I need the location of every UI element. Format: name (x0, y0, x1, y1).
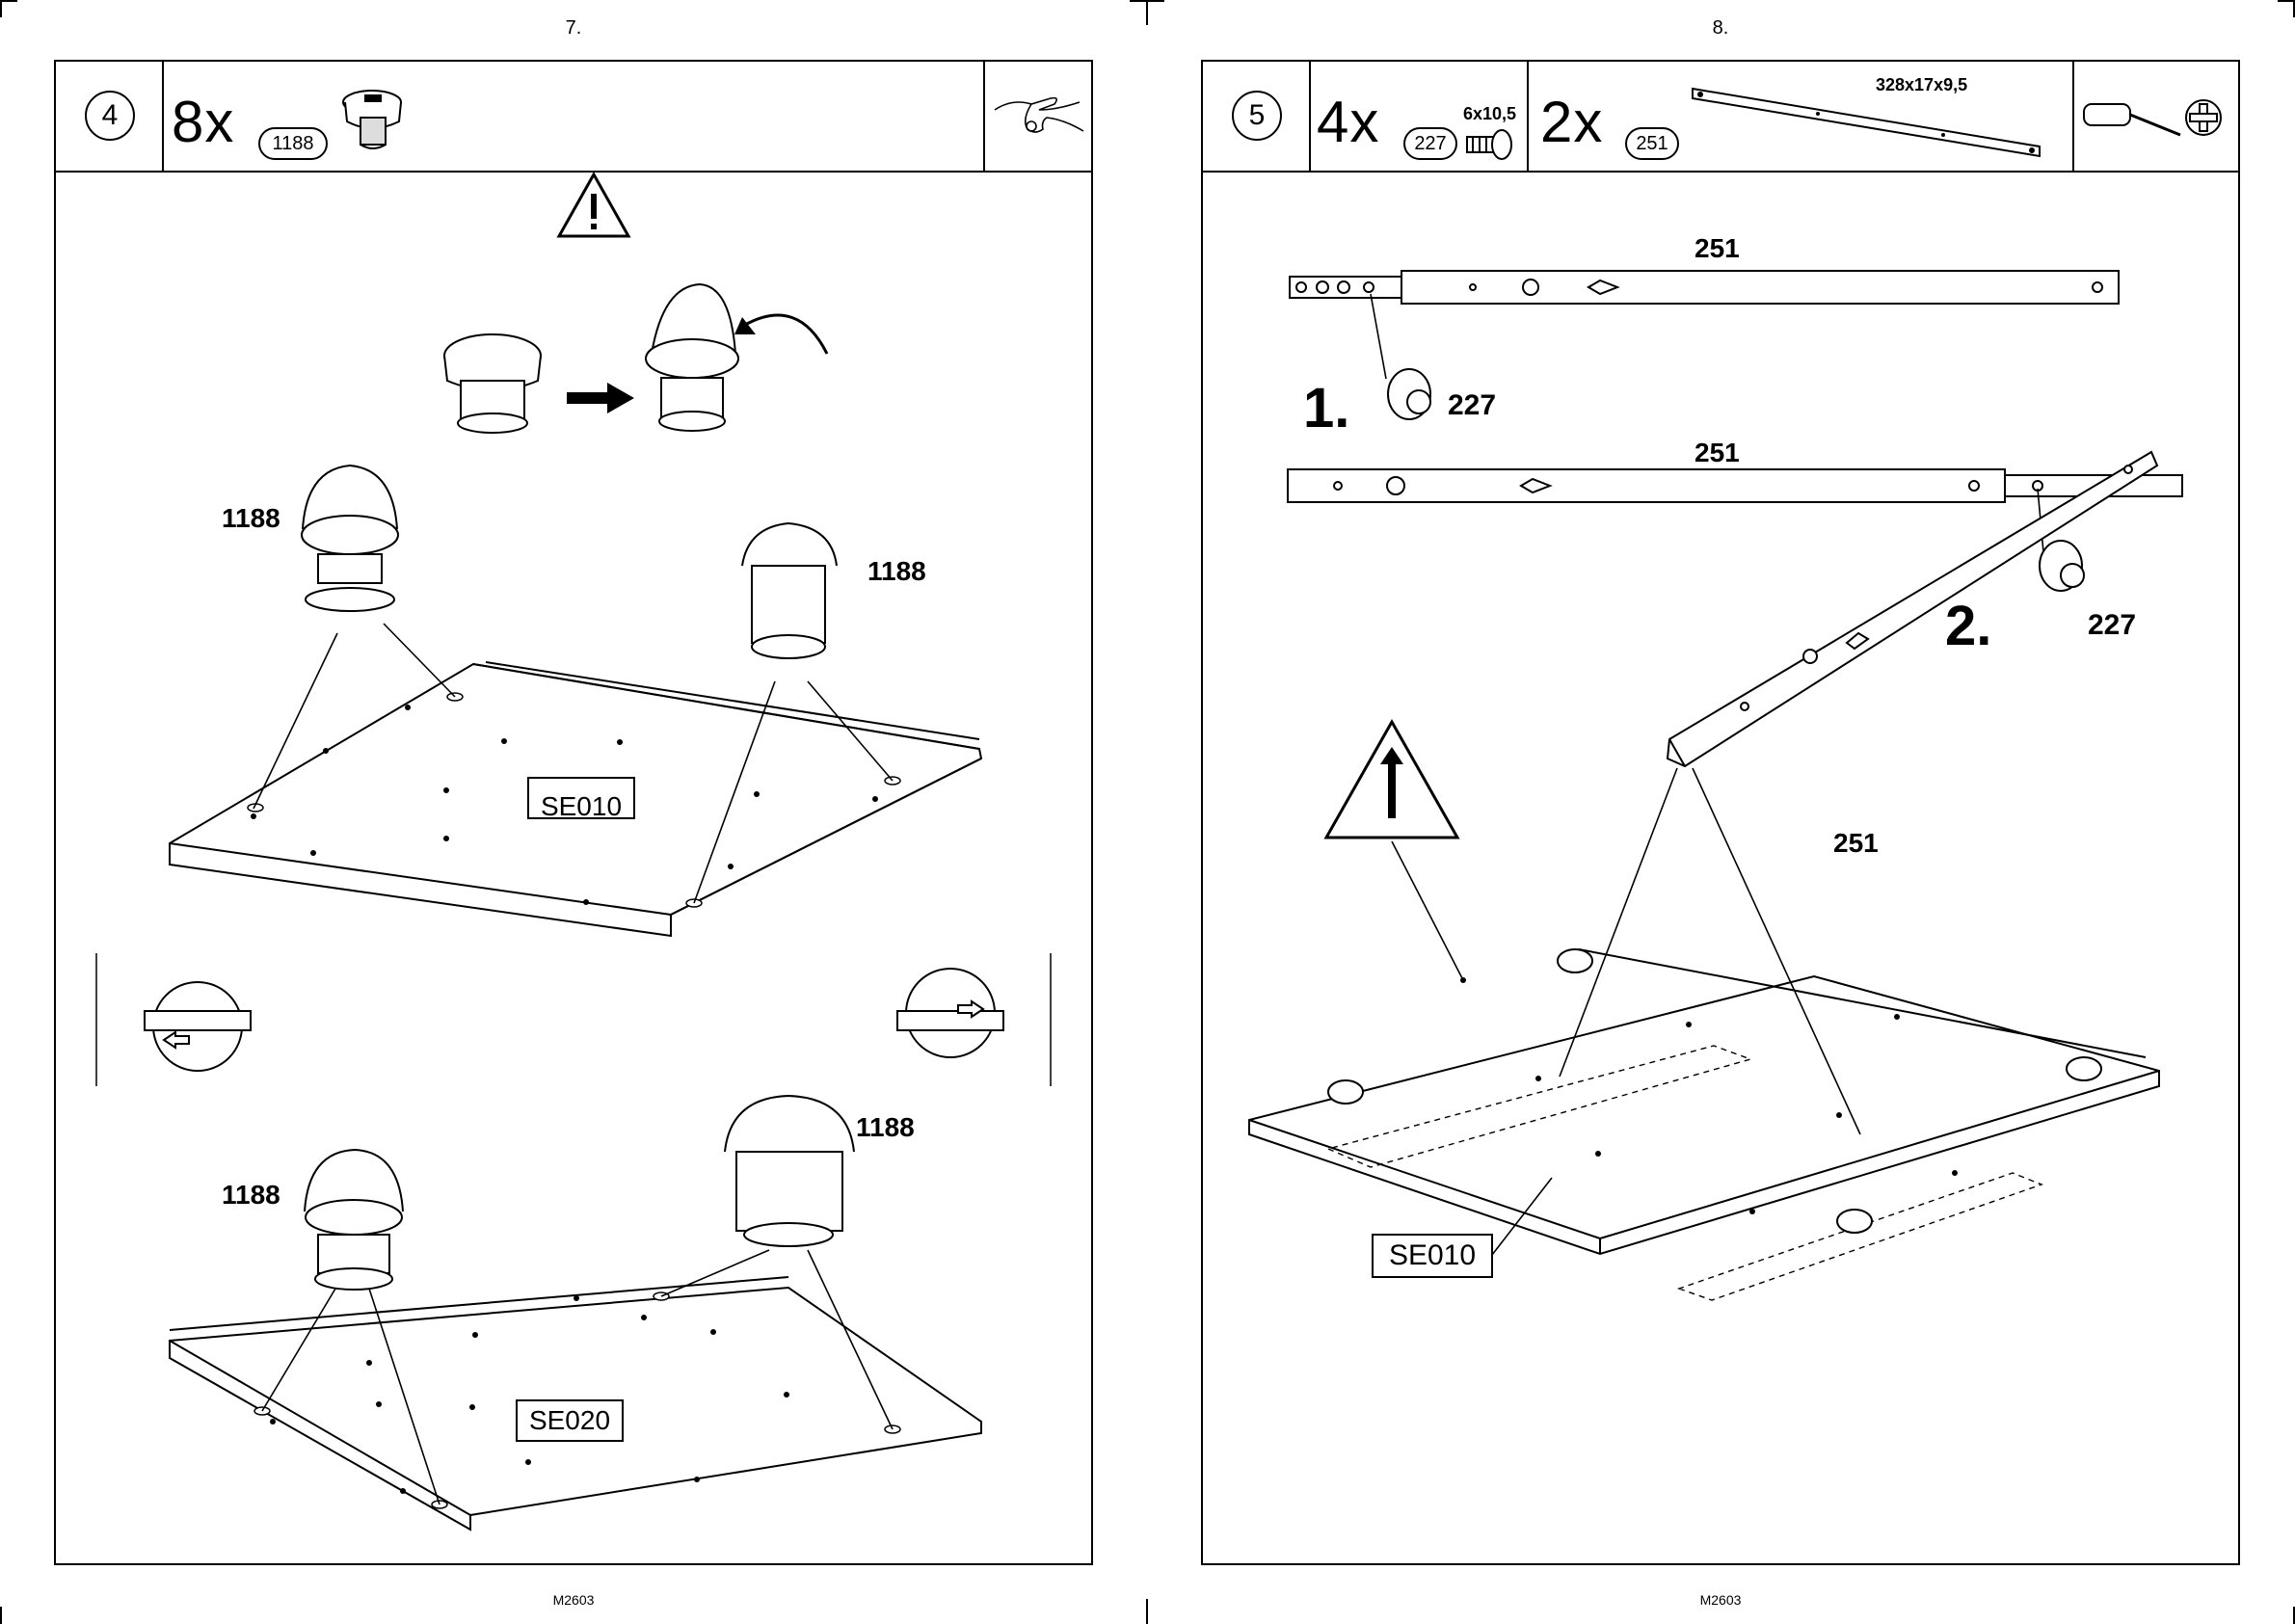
rail-label: 251 (1833, 828, 1879, 859)
parts-cell-screw: 4x 227 6x10,5 (1311, 62, 1529, 171)
screw-label: 227 (2088, 609, 2136, 642)
footer-code: M2603 (1147, 1592, 2294, 1608)
instruction-frame: 5 4x 227 6x10,5 2x 251 328x17x9,5 (1201, 60, 2240, 1565)
part-callout: 1188 (867, 556, 926, 587)
part-callout: 1188 (856, 1112, 915, 1143)
rotate-arrow-icon (745, 315, 827, 354)
warning-icon (1326, 722, 1457, 838)
footer-code: M2603 (0, 1592, 1147, 1608)
panel-label: SE010 (1373, 1235, 1492, 1277)
part-id-badge: 227 (1403, 127, 1457, 160)
rail-icon (1683, 79, 2068, 168)
cam-lock-part (305, 1150, 403, 1290)
step-header: 4 8x 1188 (56, 62, 1091, 173)
step-number: 5 (1232, 91, 1282, 141)
rail-251-middle (1288, 469, 2182, 502)
screw-icon (1463, 125, 1517, 164)
part-id-badge: 1188 (258, 127, 328, 160)
unlock-detail-icon (145, 982, 251, 1071)
rail-label: 251 (1695, 438, 1740, 468)
cam-lock-icon (335, 83, 413, 160)
part-quantity: 2x (1540, 89, 1603, 155)
part-quantity: 8x (172, 89, 234, 155)
step-cell: 4 (56, 62, 164, 171)
cam-lock-part (725, 1096, 854, 1246)
part-quantity: 4x (1317, 89, 1379, 155)
screwdriver-icon (2080, 91, 2186, 148)
rail-251-top (1290, 271, 2119, 304)
sub-step-number: 1. (1303, 376, 1349, 440)
hand-icon (993, 81, 1085, 148)
parts-cell: 8x 1188 (164, 62, 985, 171)
step-header: 5 4x 227 6x10,5 2x 251 328x17x9,5 (1203, 62, 2238, 173)
screw-label: 227 (1448, 389, 1496, 422)
page-number: 7. (0, 17, 1147, 40)
step-4-illustration (56, 171, 1091, 1563)
rail-label: 251 (1695, 233, 1740, 264)
page-7: 7. 4 8x 1188 (0, 0, 1147, 1624)
sub-step-number: 2. (1945, 594, 1991, 658)
step-number: 4 (85, 91, 135, 141)
panel-se010 (1249, 949, 2159, 1254)
parts-cell-rail: 2x 251 328x17x9,5 (1529, 62, 2074, 171)
step-cell: 5 (1203, 62, 1311, 171)
cam-lock-open (646, 284, 738, 431)
part-id-badge: 251 (1625, 127, 1679, 160)
lock-detail-icon (897, 969, 1003, 1057)
part-callout: 1188 (222, 503, 280, 534)
screw-227 (2040, 541, 2084, 591)
screw-227 (1388, 369, 1430, 419)
cam-lock-part (742, 523, 837, 658)
panel-label: SE020 (517, 1400, 623, 1441)
part-size: 6x10,5 (1463, 104, 1516, 124)
tool-cell (985, 62, 1093, 171)
cam-lock-part (302, 466, 398, 611)
instruction-frame: 4 8x 1188 (54, 60, 1093, 1565)
part-callout: 1188 (222, 1180, 280, 1211)
warning-icon (559, 174, 628, 236)
tool-cell (2074, 62, 2240, 171)
step-5-illustration (1203, 171, 2238, 1563)
page-number: 8. (1147, 17, 2294, 40)
cam-lock-closed (444, 334, 541, 433)
arrow-right-icon (567, 383, 634, 413)
phillips-head-icon (2182, 96, 2225, 139)
page-8: 8. 5 4x 227 6x10,5 2x 251 3 (1147, 0, 2294, 1624)
panel-label: SE010 (528, 786, 634, 827)
